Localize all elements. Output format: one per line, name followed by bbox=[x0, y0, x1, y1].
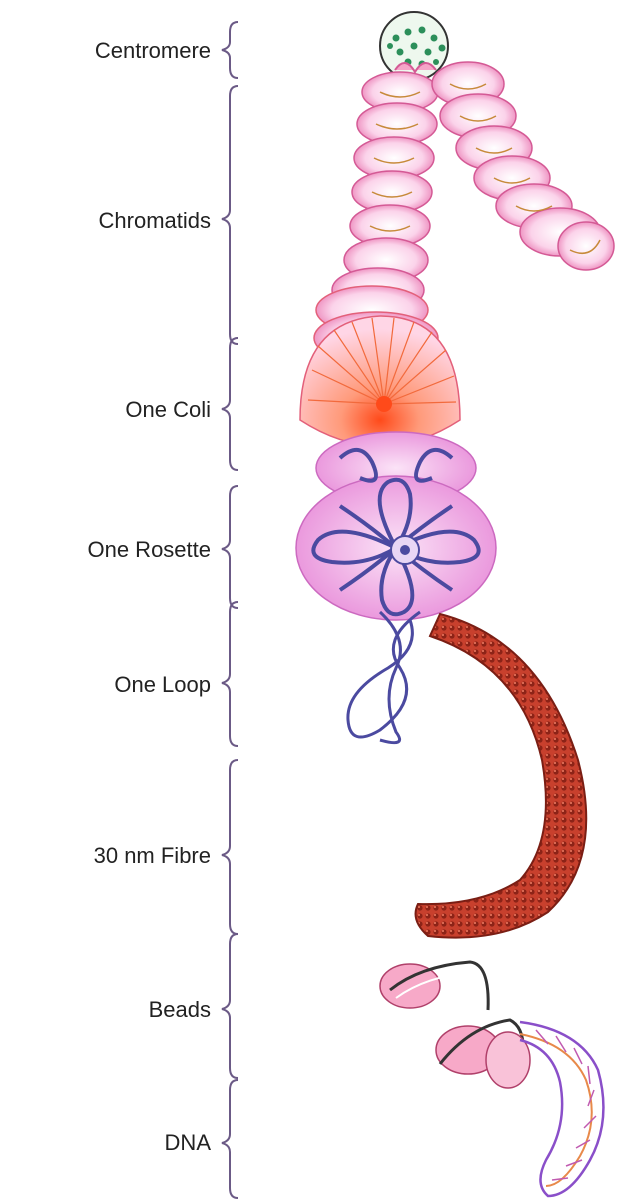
centromere-illustration bbox=[380, 12, 448, 80]
beads-illustration bbox=[380, 962, 530, 1088]
coil-center bbox=[376, 396, 392, 412]
loop-illustration bbox=[348, 612, 420, 743]
bracket-30nm-fibre bbox=[222, 760, 238, 934]
bracket-group bbox=[222, 22, 238, 1198]
bracket-beads bbox=[222, 934, 238, 1078]
rosette-illustration bbox=[296, 432, 496, 620]
bracket-chromatids bbox=[222, 86, 238, 344]
bracket-dna bbox=[222, 1080, 238, 1198]
chromatid-left bbox=[332, 72, 438, 312]
bracket-one-coli bbox=[222, 338, 238, 470]
fibre-30nm-illustration bbox=[416, 614, 587, 938]
coil-illustration bbox=[300, 286, 460, 446]
bracket-centromere bbox=[222, 22, 238, 78]
bracket-one-rosette bbox=[222, 486, 238, 608]
dna-illustration bbox=[520, 1022, 603, 1196]
bracket-one-loop bbox=[222, 602, 238, 746]
chromatid-right bbox=[432, 62, 614, 270]
